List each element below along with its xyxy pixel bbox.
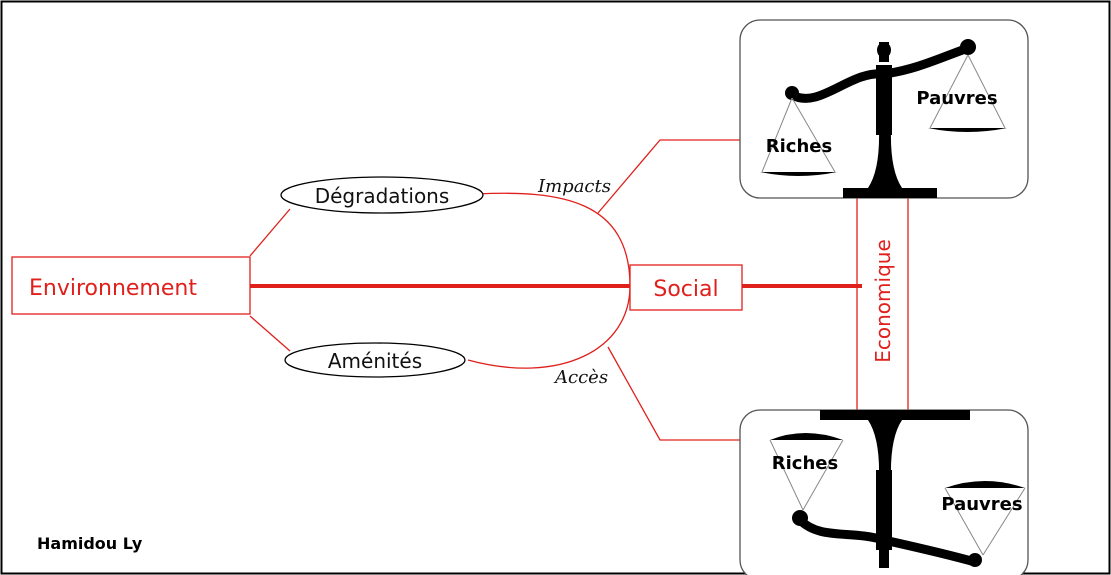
- edge-acces: [607, 346, 745, 441]
- acces-label: Accès: [553, 367, 608, 388]
- scale-top-panel: Riches Pauvres: [739, 19, 1029, 199]
- degradations-label: Dégradations: [315, 184, 450, 208]
- author-credit: Hamidou Ly: [37, 534, 143, 553]
- connectors: [249, 139, 909, 441]
- edge-amenites-social: [467, 285, 631, 369]
- impacts-label: Impacts: [537, 176, 611, 197]
- edge-degradations-social: [477, 192, 631, 287]
- scale-bottom-pauvres: Pauvres: [941, 494, 1022, 515]
- scale-bottom-panel: Riches Pauvres: [739, 409, 1029, 575]
- edge-impacts: [597, 139, 745, 214]
- scale-bottom-riches: Riches: [772, 453, 838, 474]
- scale-bottom-icon: [769, 410, 1026, 568]
- environment-node: Environnement: [11, 256, 251, 315]
- amenites-node: Aménités: [284, 342, 466, 378]
- social-label: Social: [653, 277, 718, 302]
- degradations-node: Dégradations: [280, 176, 484, 214]
- scale-top-icon: [760, 39, 1007, 198]
- environment-label: Environnement: [29, 276, 197, 301]
- edge-env-amenites: [249, 315, 291, 352]
- economique-label: Economique: [871, 239, 895, 363]
- edge-env-degradations: [249, 208, 291, 257]
- scale-top-pauvres: Pauvres: [916, 88, 997, 109]
- scale-top-riches: Riches: [766, 136, 832, 157]
- amenites-label: Aménités: [328, 349, 422, 373]
- social-node: Social: [629, 264, 743, 311]
